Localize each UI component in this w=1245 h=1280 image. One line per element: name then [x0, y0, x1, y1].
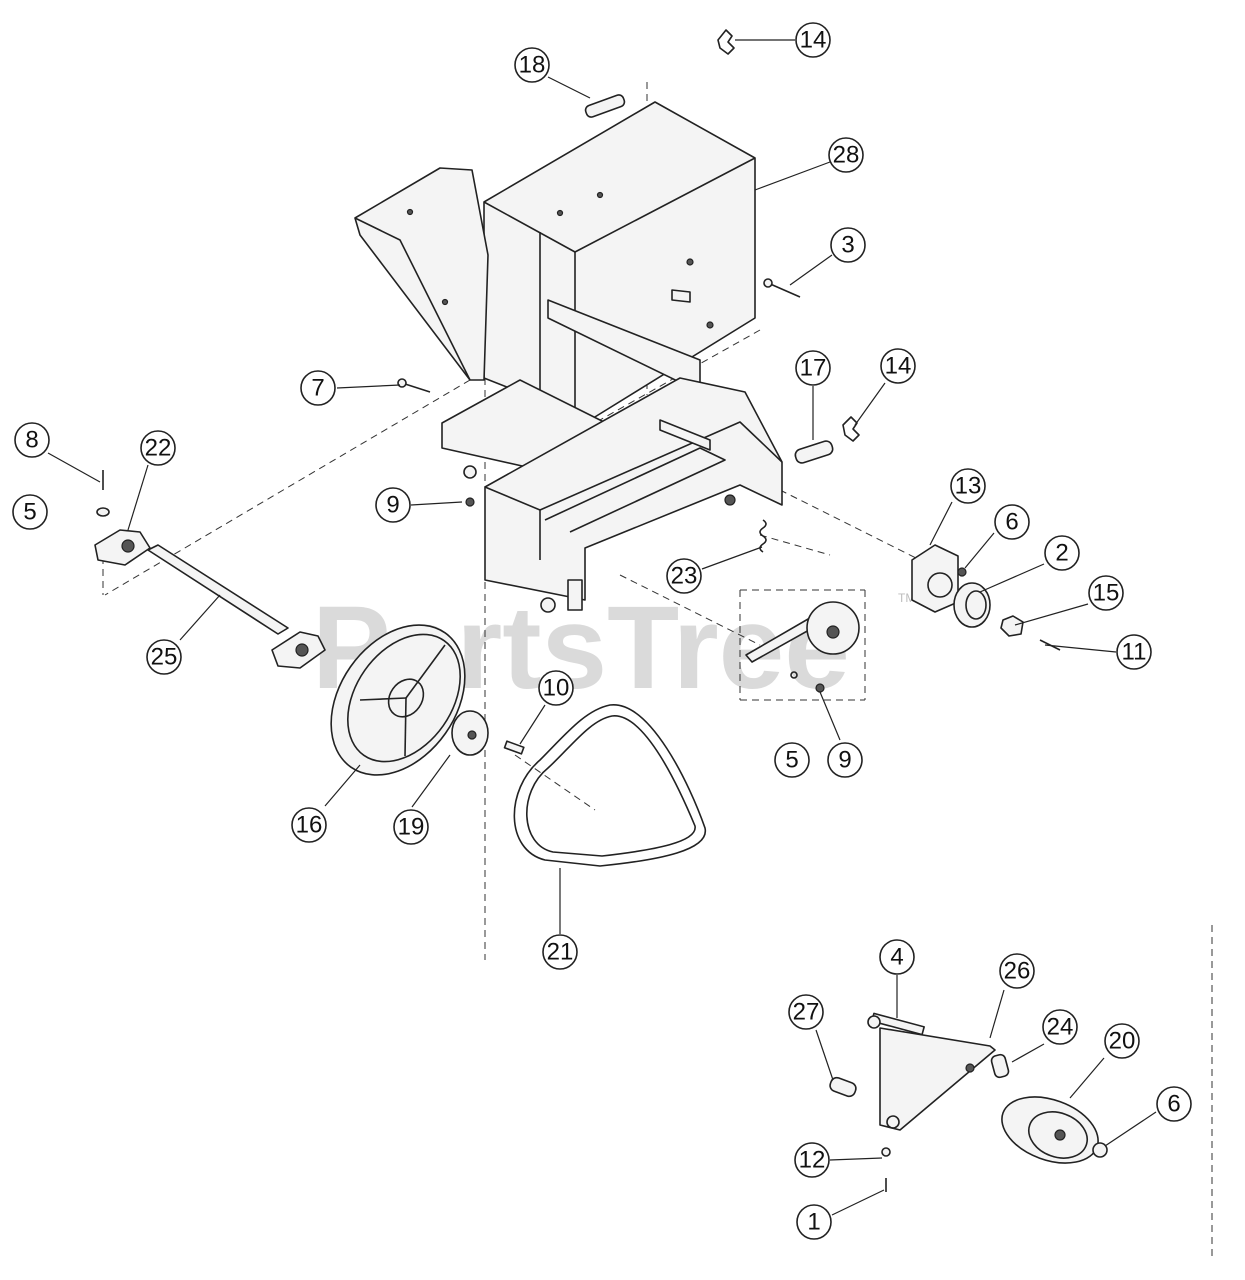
callout-1: 1: [796, 1204, 832, 1240]
callout-label: 6: [1167, 1091, 1180, 1118]
callout-label: 22: [145, 435, 172, 462]
callout-9-center: 9: [375, 487, 411, 523]
callout-label: 17: [800, 355, 827, 382]
callout-14-top: 14: [795, 22, 831, 58]
large-pulley-part: [330, 624, 525, 776]
callout-6-bottom: 6: [1156, 1086, 1192, 1122]
callout-20: 20: [1104, 1023, 1140, 1059]
belt-part: [513, 704, 706, 867]
leader-lines: [47, 39, 1157, 1216]
callout-13: 13: [950, 468, 986, 504]
discharge-chute-part: [354, 167, 489, 381]
callout-22: 22: [140, 430, 176, 466]
callout-26: 26: [999, 953, 1035, 989]
callout-label: 23: [671, 563, 698, 590]
callout-2: 2: [1044, 535, 1080, 571]
callout-label: 8: [25, 427, 38, 454]
callouts: 14 18 28 3 17 14 7 8 22 5 9 13 6 2 15 11…: [12, 22, 1192, 1240]
callout-label: 9: [386, 492, 399, 519]
callout-16: 16: [291, 807, 327, 843]
callout-21: 21: [542, 934, 578, 970]
callout-label: 12: [799, 1147, 826, 1174]
callout-11: 11: [1116, 634, 1152, 670]
callout-label: 26: [1004, 958, 1031, 985]
callout-label: 5: [785, 747, 798, 774]
callout-4: 4: [879, 939, 915, 975]
callout-14-right: 14: [880, 348, 916, 384]
idler-kit-part: [829, 1012, 1108, 1192]
callout-label: 16: [296, 812, 323, 839]
callout-label: 4: [890, 944, 903, 971]
callout-label: 6: [1005, 509, 1018, 536]
callout-label: 15: [1093, 580, 1120, 607]
callout-label: 7: [311, 375, 324, 402]
callout-5-left: 5: [12, 494, 48, 530]
callout-label: 18: [519, 52, 546, 79]
callout-label: 25: [151, 644, 178, 671]
callout-24: 24: [1042, 1009, 1078, 1045]
callout-label: 2: [1055, 540, 1068, 567]
callout-label: 11: [1122, 639, 1147, 666]
callout-label: 3: [841, 232, 854, 259]
callout-label: 20: [1109, 1028, 1136, 1055]
callout-19: 19: [393, 809, 429, 845]
shaft-assembly-part: [94, 529, 326, 669]
callout-label: 24: [1047, 1014, 1074, 1041]
callout-23: 23: [666, 558, 702, 594]
callout-label: 10: [543, 675, 570, 702]
callout-28: 28: [828, 137, 864, 173]
callout-label: 21: [547, 939, 574, 966]
callout-12: 12: [794, 1142, 830, 1178]
callout-label: 19: [398, 814, 425, 841]
callout-27: 27: [788, 994, 824, 1030]
callout-9-idler: 9: [827, 742, 863, 778]
callout-5-idler: 5: [774, 742, 810, 778]
callout-10: 10: [538, 670, 574, 706]
callout-label: 13: [955, 473, 982, 500]
callout-8: 8: [14, 422, 50, 458]
right-pulley-assembly-part: [911, 544, 1061, 651]
callout-label: 28: [833, 142, 860, 169]
frame-part: [441, 377, 783, 611]
hardware-parts: [96, 29, 860, 613]
callout-label: 14: [800, 27, 827, 54]
watermark-trademark: TM: [898, 591, 915, 605]
callout-17: 17: [795, 350, 831, 386]
callout-label: 1: [807, 1209, 820, 1236]
callout-7: 7: [300, 370, 336, 406]
callout-15: 15: [1088, 575, 1124, 611]
hopper-part: [483, 101, 756, 421]
callout-label: 14: [885, 353, 912, 380]
callout-label: 5: [23, 499, 36, 526]
callout-18: 18: [514, 47, 550, 83]
callout-25: 25: [146, 639, 182, 675]
idler-assembly-part: [745, 601, 860, 693]
callout-3: 3: [830, 227, 866, 263]
callout-label: 27: [793, 999, 820, 1026]
callout-6-right: 6: [994, 504, 1030, 540]
callout-label: 9: [838, 747, 851, 774]
